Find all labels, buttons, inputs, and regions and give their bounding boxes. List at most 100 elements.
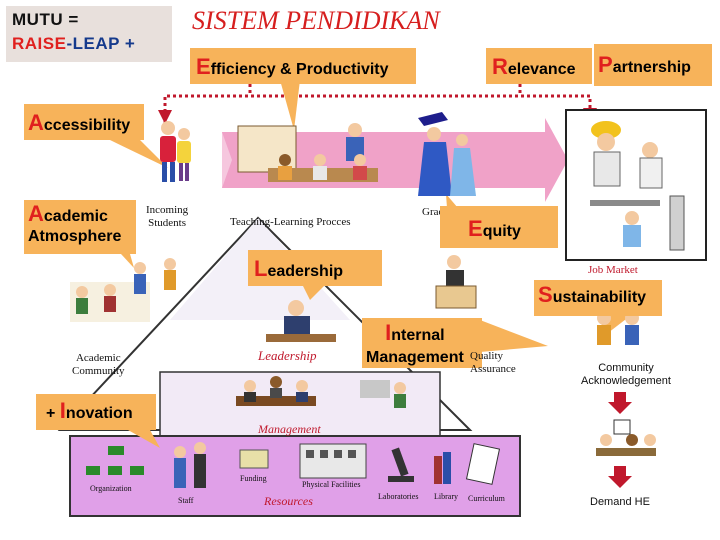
- meeting-figure: [236, 376, 406, 408]
- org-chart-icon: [86, 446, 144, 475]
- leadership-label: Leadership: [254, 256, 343, 282]
- leadership-caption: Leadership: [258, 348, 317, 363]
- leadership-rest: eadership: [267, 263, 344, 280]
- partnership-callout: [594, 44, 712, 86]
- internal-line2: Management: [366, 349, 464, 366]
- internal-management-callout: [362, 318, 482, 368]
- community-ack-line1: Community: [598, 362, 654, 374]
- quality-line1: Quality: [470, 350, 503, 362]
- inovation-callout: [36, 394, 156, 430]
- academic-line2: Atmosphere: [28, 228, 122, 245]
- community-arrow-down-1: [608, 392, 632, 414]
- demand-he-label: Demand HE: [590, 496, 650, 508]
- sustainability-callout: [534, 280, 662, 316]
- microscope-icon: [388, 447, 414, 482]
- mutu-dash: -: [66, 34, 73, 53]
- resources-label: Resources: [264, 494, 313, 508]
- process-arrow-notch: [222, 132, 232, 188]
- academic-rest: cademic: [43, 208, 108, 225]
- partnership-label: Partnership: [598, 52, 691, 78]
- classroom-figure: [237, 123, 378, 182]
- relevance-initial: R: [492, 54, 508, 79]
- library-label: Library: [434, 492, 458, 501]
- inovation-rest: novation: [65, 405, 133, 422]
- partnership-initial: P: [598, 52, 613, 77]
- mutu-leap: LEAP +: [72, 34, 136, 53]
- efficiency-pointer: [280, 80, 300, 130]
- management-label: Management: [258, 422, 321, 436]
- leadership-callout: [248, 250, 382, 286]
- sustainability-rest: ustainability: [552, 289, 647, 306]
- incoming-line1: Incoming: [146, 204, 189, 216]
- leader-desk-figure: [435, 255, 477, 309]
- accessibility-callout: [24, 104, 144, 140]
- accessibility-rest: ccessibility: [43, 117, 131, 134]
- sustainability-initial: S: [538, 282, 553, 307]
- community-ack-line2: Acknowledgement: [581, 375, 671, 387]
- mutu-line1: MUTU =: [12, 10, 79, 29]
- community-arrow-down-2: [608, 466, 632, 488]
- efficiency-label: Efficiency & Productivity: [196, 54, 389, 80]
- laboratories-label: Laboratories: [378, 492, 419, 501]
- efficiency-rest: fficiency & Productivity: [210, 61, 389, 78]
- dotted-connector: [163, 84, 592, 124]
- efficiency-callout: [190, 48, 416, 84]
- mutu-raise: RAISE: [12, 34, 67, 53]
- quality-line2: Assurance: [470, 363, 516, 375]
- curriculum-label: Curriculum: [468, 494, 505, 503]
- accessibility-pointer: [110, 140, 168, 168]
- academic-initial: A: [28, 201, 44, 226]
- mutu-box: [6, 6, 172, 62]
- funding-icon: [239, 449, 269, 469]
- job-market-label: Job Market: [588, 264, 638, 276]
- leadership-initial: L: [254, 256, 268, 281]
- equity-label: Equity: [468, 216, 521, 242]
- equity-initial: E: [468, 216, 483, 241]
- demand-figure: [596, 419, 656, 456]
- teaching-learning-label: Teaching-Learning Procces: [230, 216, 351, 228]
- physical-facilities-label: Physical Facilities: [302, 480, 361, 489]
- academic-atmosphere-callout: [24, 200, 136, 254]
- equity-rest: quity: [482, 223, 521, 240]
- leadership-figure: [266, 300, 336, 342]
- relevance-callout: [486, 48, 592, 84]
- equity-callout: [440, 206, 558, 248]
- inovation-initial: I: [59, 398, 66, 423]
- job-market-figure: [590, 121, 685, 251]
- accessibility-initial: A: [28, 110, 44, 135]
- incoming-students-figure: [160, 121, 191, 182]
- mutu-line2: RAISE-LEAP +: [12, 34, 135, 54]
- inovation-label: + Inovation: [46, 398, 133, 424]
- academic-community-line2: Community: [72, 365, 125, 377]
- relevance-rest: elevance: [507, 61, 576, 78]
- partnership-rest: artnership: [612, 59, 691, 76]
- staff-icon: [174, 442, 206, 488]
- internal-rest: nternal: [391, 327, 445, 344]
- clipboard-icon: [465, 443, 501, 485]
- relevance-label: Relevance: [492, 54, 576, 80]
- books-icon: [434, 452, 451, 484]
- inovation-prefix: +: [46, 405, 60, 422]
- academic-community-figure: [70, 258, 176, 322]
- sustainability-label: Sustainability: [538, 282, 646, 308]
- internal-initial: I: [385, 320, 392, 345]
- funding-label: Funding: [240, 474, 267, 483]
- staff-label: Staff: [178, 496, 194, 505]
- internal-pointer: [480, 320, 548, 352]
- graduates-figure: [418, 112, 476, 196]
- organization-label: Organization: [90, 484, 132, 493]
- page-title: SISTEM PENDIDIKAN: [192, 6, 440, 35]
- inovation-pointer: [128, 430, 160, 448]
- academic-community-line1: Academic: [75, 352, 121, 364]
- efficiency-initial: E: [196, 54, 211, 79]
- dotted-arrowhead-left: [158, 110, 172, 124]
- accessibility-label: Accessibility: [28, 110, 130, 136]
- incoming-line2: Students: [148, 217, 187, 229]
- building-icon: [299, 443, 367, 479]
